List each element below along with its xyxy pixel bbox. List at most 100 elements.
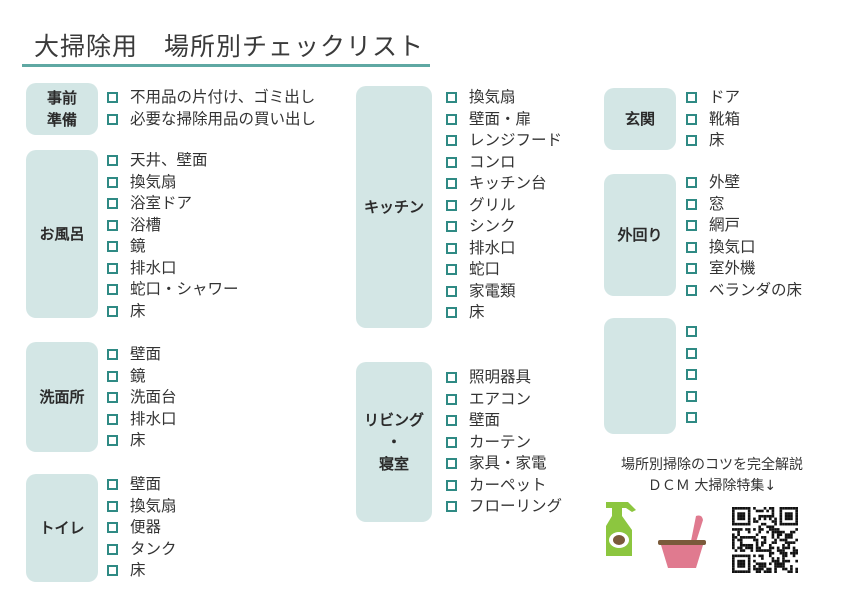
checkbox-icon[interactable] — [446, 307, 457, 319]
checklist-item-label: 天井、壁面 — [130, 151, 208, 169]
checkbox-icon[interactable] — [107, 543, 118, 555]
checklist-item: キッチン台 — [446, 173, 562, 195]
checklist-item-label: カーテン — [469, 432, 532, 451]
checklist-item-label: 床 — [130, 561, 146, 579]
checkbox-icon[interactable] — [107, 241, 118, 253]
checklist-item-label: カーペット — [469, 475, 547, 494]
checkbox-icon[interactable] — [446, 415, 457, 427]
promo-line-2: ＤＣＭ 大掃除特集↓ — [647, 478, 777, 494]
checklist-item-label: シンク — [469, 217, 516, 235]
checkbox-icon[interactable] — [107, 198, 118, 210]
checklist-item-label: 蛇口 — [469, 260, 501, 278]
checklist-item — [686, 407, 709, 429]
checkbox-icon[interactable] — [686, 263, 697, 275]
checkbox-icon[interactable] — [107, 262, 118, 274]
checklist-item-label: 床 — [130, 301, 146, 320]
checklist-item-label: 家具・家電 — [469, 454, 547, 472]
checkbox-icon[interactable] — [686, 412, 697, 424]
checklist-item-label: 必要な掃除用品の買い出し — [130, 109, 317, 128]
checklist-item-label: 網戸 — [709, 216, 741, 234]
checklist-item: 浴室ドア — [107, 193, 239, 215]
checkbox-icon[interactable] — [686, 326, 697, 338]
checkbox-icon[interactable] — [446, 221, 457, 233]
checkbox-icon[interactable] — [686, 347, 697, 359]
checkbox-icon[interactable] — [107, 176, 118, 188]
checkbox-icon[interactable] — [107, 500, 118, 512]
checklist-item: エアコン — [446, 389, 562, 411]
checklist-item-label: 排水口 — [130, 258, 177, 277]
checkbox-icon[interactable] — [446, 113, 457, 125]
checkbox-icon[interactable] — [686, 369, 697, 381]
checkbox-icon[interactable] — [107, 565, 118, 577]
checkbox-icon[interactable] — [686, 390, 697, 402]
checkbox-icon[interactable] — [107, 305, 118, 317]
checklist-item — [686, 343, 709, 365]
checkbox-icon[interactable] — [446, 501, 457, 513]
checklist-ofuro: 天井、壁面換気扇浴室ドア浴槽鏡排水口蛇口・シャワー床 — [107, 150, 239, 322]
checklist-item-label: 窓 — [709, 194, 725, 213]
checklist-item-label: 壁面 — [130, 345, 162, 363]
checkbox-icon[interactable] — [446, 92, 457, 104]
checklist-item-label: 壁面 — [130, 475, 162, 493]
checkbox-icon[interactable] — [446, 199, 457, 211]
checklist-item: 鏡 — [107, 236, 239, 258]
checklist-item: 床 — [107, 560, 177, 582]
checklist-item-label: 換気口 — [709, 237, 756, 256]
checkbox-icon[interactable] — [686, 284, 697, 296]
checklist-item: 換気扇 — [107, 496, 177, 518]
checkbox-icon[interactable] — [686, 177, 697, 189]
checkbox-icon[interactable] — [686, 113, 697, 125]
checkbox-icon[interactable] — [107, 284, 118, 296]
checklist-item: シンク — [446, 216, 562, 238]
checkbox-icon[interactable] — [446, 242, 457, 254]
checkbox-icon[interactable] — [107, 435, 118, 447]
checkbox-icon[interactable] — [446, 436, 457, 448]
checklist-genkan: ドア靴箱床 — [686, 87, 740, 152]
checkbox-icon[interactable] — [446, 479, 457, 491]
checklist-item-label: 浴槽 — [130, 215, 162, 234]
checkbox-icon[interactable] — [686, 198, 697, 210]
checklist-item: 排水口 — [107, 409, 177, 431]
checklist-item: 照明器具 — [446, 367, 562, 389]
checkbox-icon[interactable] — [446, 135, 457, 147]
checklist-item: 浴槽 — [107, 215, 239, 237]
checklist-item: レンジフード — [446, 130, 562, 152]
checklist-item-label: 家電類 — [469, 281, 516, 300]
checkbox-icon[interactable] — [686, 135, 697, 147]
checkbox-icon[interactable] — [446, 372, 457, 384]
checkbox-icon[interactable] — [107, 92, 118, 104]
checkbox-icon[interactable] — [446, 285, 457, 297]
checklist-item: ベランダの床 — [686, 280, 802, 302]
checkbox-icon[interactable] — [686, 92, 697, 104]
checkbox-icon[interactable] — [446, 178, 457, 190]
category-label-sotomawari: 外回り — [604, 174, 676, 296]
checkbox-icon[interactable] — [686, 220, 697, 232]
checkbox-icon[interactable] — [446, 393, 457, 405]
checklist-item: 不用品の片付け、ゴミ出し — [107, 87, 316, 109]
checkbox-icon[interactable] — [446, 458, 457, 470]
checklist-item-label: ドア — [709, 88, 741, 106]
checkbox-icon[interactable] — [446, 264, 457, 276]
category-label-genkan: 玄関 — [604, 88, 676, 150]
checkbox-icon[interactable] — [107, 219, 118, 231]
checkbox-icon[interactable] — [686, 241, 697, 253]
checklist-item: ドア — [686, 87, 740, 109]
checklist-jizen: 不用品の片付け、ゴミ出し必要な掃除用品の買い出し — [107, 87, 316, 130]
checkbox-icon[interactable] — [107, 155, 118, 167]
checkbox-icon[interactable] — [107, 413, 118, 425]
checkbox-icon[interactable] — [107, 349, 118, 361]
checkbox-icon[interactable] — [107, 370, 118, 382]
checklist-item-label: コンロ — [469, 152, 516, 171]
checklist-item: 鏡 — [107, 366, 177, 388]
checkbox-icon[interactable] — [107, 113, 118, 125]
checkbox-icon[interactable] — [107, 392, 118, 404]
checklist-item-label: 浴室ドア — [130, 194, 193, 212]
checkbox-icon[interactable] — [446, 156, 457, 168]
title-underline — [22, 64, 430, 67]
checklist-living: 照明器具エアコン壁面カーテン家具・家電カーペットフローリング — [446, 367, 562, 518]
checkbox-icon[interactable] — [107, 479, 118, 491]
checklist-item: タンク — [107, 539, 177, 561]
checklist-item-label: 蛇口・シャワー — [130, 280, 239, 298]
checklist-item — [686, 364, 709, 386]
checkbox-icon[interactable] — [107, 522, 118, 534]
